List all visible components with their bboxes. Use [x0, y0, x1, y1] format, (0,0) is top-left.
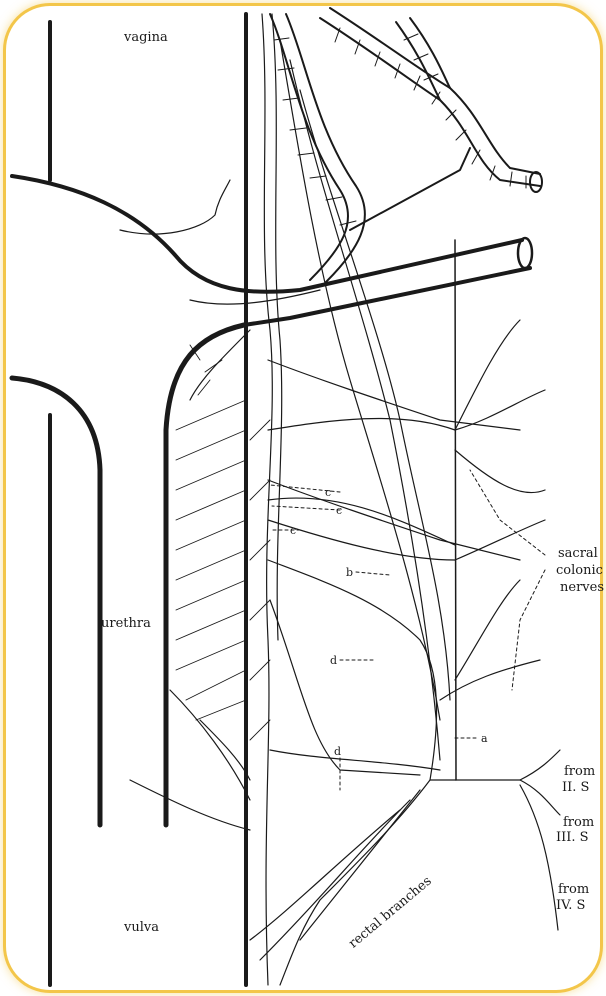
- marker-leaders: [270, 470, 545, 790]
- label-urethra: urethra: [101, 616, 151, 631]
- nerve-fibrils-left: [176, 345, 270, 740]
- marker-c-3: c: [290, 523, 296, 538]
- guide-line: [455, 240, 456, 780]
- label-vulva: vulva: [124, 920, 159, 935]
- label-from-iii: from: [563, 815, 594, 830]
- label-from-iv: from: [558, 882, 589, 897]
- label-iii-s: III. S: [556, 830, 589, 845]
- ureter-tube: [12, 176, 532, 325]
- marker-d-1: d: [330, 653, 337, 668]
- label-sacral: sacral: [558, 546, 598, 561]
- label-nerves: nerves: [560, 580, 604, 595]
- label-from-ii: from: [564, 764, 595, 779]
- marker-c-1: c: [325, 485, 331, 500]
- vertical-wall-lines: [50, 14, 246, 985]
- marker-a: a: [481, 731, 488, 746]
- coiled-vessel-hatch: [274, 28, 526, 225]
- marker-c-2: c: [336, 503, 342, 518]
- label-iv-s: IV. S: [556, 898, 585, 913]
- urethra-outline: [12, 325, 244, 825]
- label-ii-s: II. S: [562, 780, 589, 795]
- marker-d-2: d: [334, 744, 341, 759]
- label-vagina: vagina: [124, 30, 168, 45]
- coiled-vessel: [270, 8, 542, 282]
- marker-b: b: [346, 565, 353, 580]
- label-colonic: colonic: [556, 563, 603, 578]
